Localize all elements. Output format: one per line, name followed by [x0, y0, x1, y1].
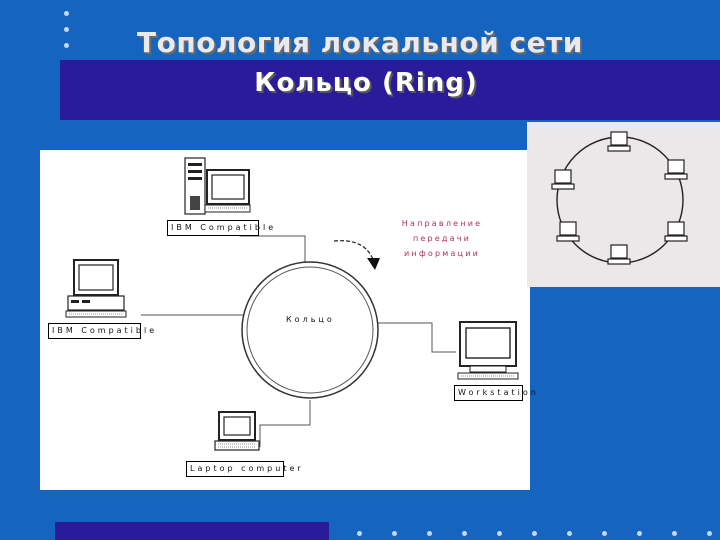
node-label-laptop: Laptop computer — [186, 461, 301, 477]
workstation-icon — [457, 321, 519, 380]
bullet-dot-decoration — [567, 531, 572, 536]
laptop-icon — [214, 411, 260, 451]
node-label-tower: IBM Compatible — [167, 220, 273, 236]
bullet-dot-decoration — [602, 531, 607, 536]
arrowhead-icon — [367, 258, 380, 270]
mini-pc-icon — [607, 244, 631, 265]
direction-label-line2: информации — [403, 249, 481, 258]
tower-pc-icon — [184, 157, 251, 215]
node-label-desktop: IBM Compatible — [48, 323, 154, 339]
bullet-dot-decoration — [64, 43, 69, 48]
mini-pc-icons — [551, 131, 688, 265]
mini-pc-icon — [556, 221, 580, 242]
bullet-dot-decoration — [427, 531, 432, 536]
bullet-dot-decoration — [462, 531, 467, 536]
direction-label-line1: Направление передачи — [401, 219, 483, 243]
bullet-dot-decoration — [64, 11, 69, 16]
bullet-dot-decoration — [357, 531, 362, 536]
bullet-dot-decoration — [532, 531, 537, 536]
bullet-dot-decoration — [497, 531, 502, 536]
mini-pc-icon — [664, 221, 688, 242]
bullet-dot-decoration — [707, 531, 712, 536]
bullet-dot-decoration — [672, 531, 677, 536]
slide-title: Топология локальной сети — [137, 26, 583, 59]
mini-pc-icon — [551, 169, 575, 190]
desktop-pc-icon — [65, 259, 127, 318]
mini-pc-icon — [607, 131, 631, 152]
bottom-band — [55, 522, 329, 540]
ring-label: Кольцо — [286, 315, 335, 324]
title-band — [60, 60, 720, 120]
slide-subtitle: Кольцо (Ring) — [254, 68, 478, 98]
node-label-workstation: Workstation — [454, 385, 536, 401]
mini-pc-icon — [664, 159, 688, 180]
direction-label: Направление передачи информации — [372, 216, 512, 261]
link-workstation — [378, 322, 456, 353]
bullet-dot-decoration — [392, 531, 397, 536]
link-laptop — [259, 400, 311, 447]
bullet-dot-decoration — [637, 531, 642, 536]
bullet-dot-decoration — [64, 27, 69, 32]
ring-inner — [246, 266, 374, 394]
